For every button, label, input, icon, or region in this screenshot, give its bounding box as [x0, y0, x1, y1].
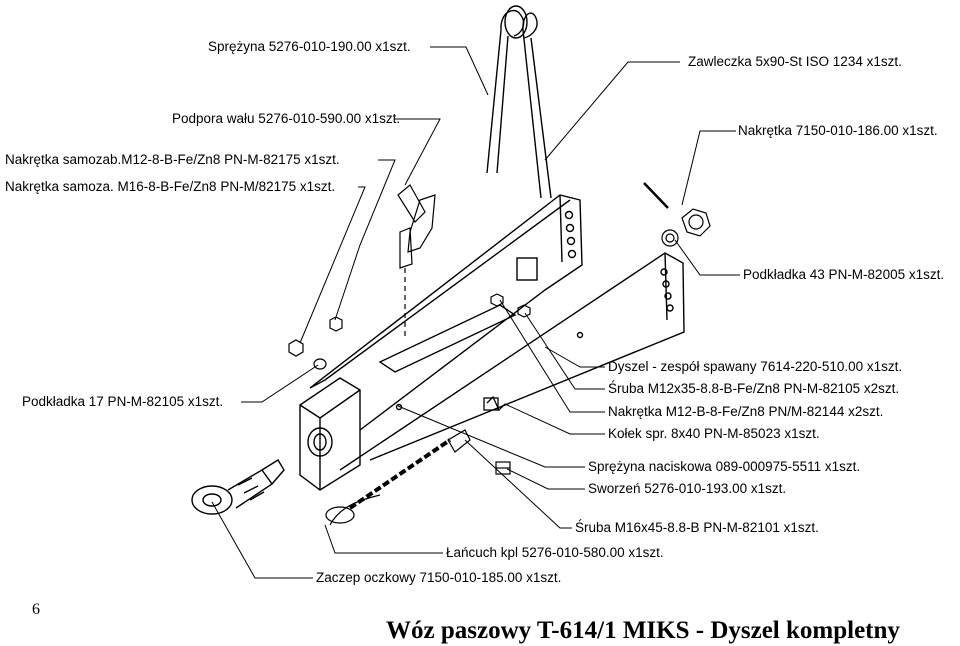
page-number: 6 [32, 601, 40, 618]
leader-lines [211, 46, 740, 579]
label-sruba-m16: Śruba M16x45-8.8-B PN-M-82101 x1szt. [575, 520, 819, 535]
nut-large [661, 208, 711, 247]
label-nakretka-m12: Nakrętka samozab.M12-8-B-Fe/Zn8 PN-M-821… [5, 152, 340, 167]
label-sprezyna-naciskowa: Sprężyna naciskowa 089-000975-5511 x1szt… [588, 459, 861, 474]
bolt-pin [495, 461, 511, 475]
label-dyszel: Dyszel - zespół spawany 7614-220-510.00 … [608, 359, 903, 374]
label-zaczep: Zaczep oczkowy 7150-010-185.00 x1szt. [316, 570, 562, 585]
shaft-support [397, 184, 436, 340]
label-nakretka-m12b: Nakrętka M12-B-8-Fe/Zn8 PN/M-82144 x2szt… [608, 404, 884, 419]
label-nakretka-7150: Nakrętka 7150-010-186.00 x1szt. [738, 123, 938, 138]
label-podkladka-43: Podkładka 43 PN-M-82005 x1szt. [743, 267, 945, 282]
small-nuts [288, 293, 531, 370]
drawbar-body [299, 194, 685, 491]
chain [325, 429, 471, 526]
eye-hitch [191, 459, 285, 515]
label-sprezyna: Sprężyna 5276-010-190.00 x1szt. [208, 39, 411, 54]
label-sruba-m12: Śruba M12x35-8.8-B-Fe/Zn8 PN-M-82105 x2s… [608, 381, 900, 396]
label-podpora: Podpora wału 5276-010-590.00 x1szt. [172, 111, 401, 126]
label-lancuch: Łańcuch kpl 5276-010-580.00 x1szt. [446, 545, 664, 560]
page-title: Wóz paszowy T-614/1 MIKS - Dyszel komple… [386, 617, 900, 644]
label-sworzen: Sworzeń 5276-010-193.00 x1szt. [588, 481, 787, 496]
label-zawleczka: Zawleczka 5x90-St ISO 1234 x1szt. [688, 54, 902, 69]
compression-spring [483, 395, 506, 412]
label-nakretka-m16: Nakrętka samoza. M16-8-B-Fe/Zn8 PN-M/821… [5, 179, 336, 194]
label-podkladka-17: Podkładka 17 PN-M-82105 x1szt. [22, 394, 224, 409]
cotter-pin [643, 182, 669, 209]
spring-pin [486, 5, 552, 199]
label-kolek: Kołek spr. 8x40 PN-M-85023 x1szt. [608, 426, 820, 441]
